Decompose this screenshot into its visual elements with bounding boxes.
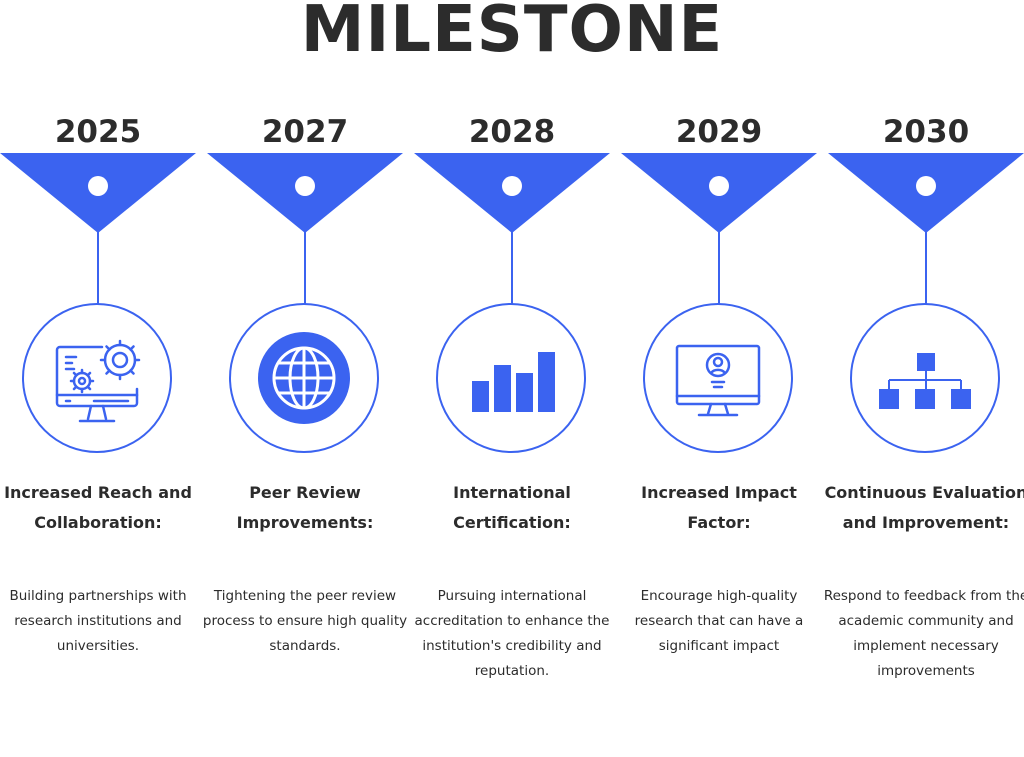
milestone-heading: Peer Review Improvements: <box>236 483 374 532</box>
milestone-description: Tightening the peer review process to en… <box>202 588 408 654</box>
monitor-gears-icon <box>55 339 141 423</box>
triangle-marker <box>621 153 817 233</box>
milestone-heading: Increased Impact Factor: <box>641 483 797 532</box>
milestone-year: 2029 <box>675 114 763 150</box>
milestone-2028: 2028 International Certification: Pursui… <box>414 0 610 757</box>
milestone-2025: 2025 Increased <box>0 0 196 757</box>
icon-circle <box>850 303 1000 453</box>
connector-line <box>97 232 99 304</box>
icon-circle <box>22 303 172 453</box>
milestone-2030: 2030 Continuous Evaluation and Improveme… <box>824 0 1024 757</box>
milestone-description: Encourage high-quality research that can… <box>634 588 804 654</box>
milestone-2029: 2029 Increased Impact Factor: Encourage … <box>621 0 817 757</box>
icon-circle <box>229 303 379 453</box>
page-title: MILESTONE <box>300 0 724 67</box>
milestone-heading: International Certification: <box>453 483 571 532</box>
icon-circle <box>643 303 793 453</box>
triangle-marker <box>414 153 610 233</box>
connector-line <box>304 232 306 304</box>
milestone-description: Respond to feedback from the academic co… <box>823 588 1024 679</box>
hierarchy-icon <box>879 353 971 409</box>
connector-line <box>511 232 513 304</box>
globe-icon <box>258 332 350 424</box>
connector-line <box>718 232 720 304</box>
triangle-marker <box>207 153 403 233</box>
milestone-year: 2025 <box>54 114 142 150</box>
connector-line <box>925 232 927 304</box>
milestone-description: Building partnerships with research inst… <box>9 588 187 654</box>
monitor-user-icon <box>675 344 761 417</box>
milestone-heading: Increased Reach and Collaboration: <box>4 483 192 532</box>
triangle-marker <box>828 153 1024 233</box>
triangle-marker <box>0 153 196 233</box>
milestone-year: 2027 <box>261 114 349 150</box>
milestone-year: 2028 <box>468 114 556 150</box>
milestone-2027: 2027 Peer Review Improvements: Tightenin… <box>203 0 407 757</box>
milestone-description: Pursuing international accreditation to … <box>414 588 610 679</box>
icon-circle <box>436 303 586 453</box>
milestone-heading: Continuous Evaluation and Improvement: <box>824 483 1024 532</box>
bar-chart-icon <box>472 352 555 412</box>
milestone-year: 2030 <box>882 114 970 150</box>
